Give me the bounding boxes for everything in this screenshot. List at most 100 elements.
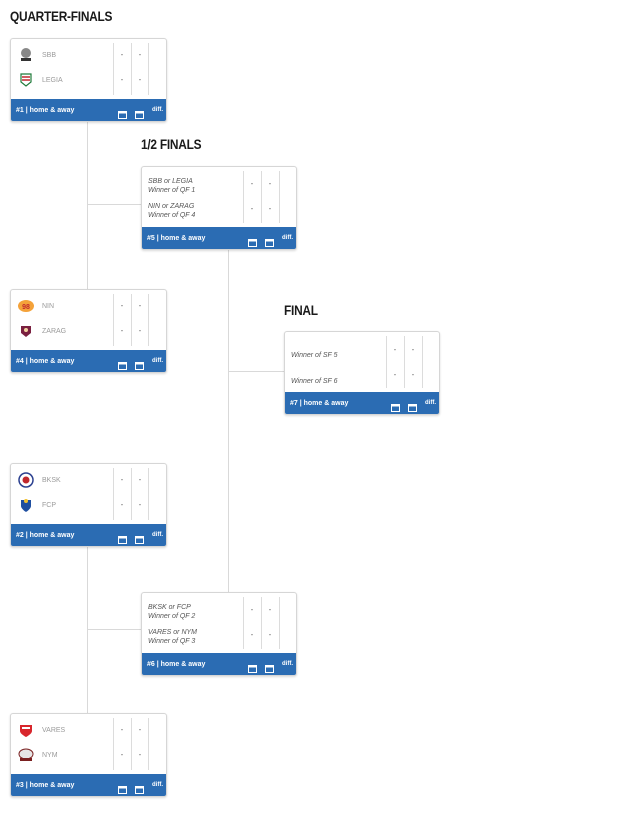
team-row[interactable]: FCP (11, 493, 56, 517)
match-info: #1 | home & away (16, 106, 75, 114)
round-title-final: FINAL (284, 302, 318, 318)
diff-label: diff. (152, 532, 163, 538)
score: - (250, 605, 254, 614)
connector-line (228, 371, 284, 372)
match-info: #2 | home & away (16, 531, 75, 539)
score: - (120, 301, 124, 310)
diff-label: diff. (282, 661, 293, 667)
match-footer: #3 | home & away diff. (11, 774, 166, 796)
calendar-icon[interactable] (408, 399, 417, 412)
score: - (138, 50, 142, 59)
match-card-qf1[interactable]: SBB LEGIA - - - - #1 | home & away diff. (10, 38, 167, 122)
match-info: #3 | home & away (16, 781, 75, 789)
match-card-qf4[interactable]: 98 NIN ZARAG - - - - #4 | home & away di… (10, 289, 167, 373)
slot-placeholder: NIN or ZARAG Winner of QF 4 (148, 202, 195, 220)
score: - (138, 475, 142, 484)
team-row[interactable]: ZARAG (11, 319, 66, 343)
score: - (138, 301, 142, 310)
score: - (120, 75, 124, 84)
round-title-quarter-finals: QUARTER-FINALS (10, 8, 113, 24)
calendar-icon[interactable] (265, 234, 274, 247)
team-row[interactable]: LEGIA (11, 68, 63, 92)
team-row[interactable]: VARES (11, 718, 65, 742)
team-row[interactable]: 98 NIN (11, 294, 54, 318)
slot-source: Winner of QF 3 (148, 638, 196, 645)
score: - (138, 750, 142, 759)
slot-source: Winner of QF 1 (148, 187, 196, 194)
team-row[interactable]: BKSK (11, 468, 61, 492)
score: - (120, 500, 124, 509)
calendar-icon[interactable] (135, 106, 144, 119)
slot-teams: SBB or LEGIA (148, 178, 193, 185)
connector-line (87, 121, 88, 289)
team-name: LEGIA (42, 76, 63, 84)
score: - (393, 370, 397, 379)
match-card-final[interactable]: Winner of SF 5 Winner of SF 6 - - - - #7… (284, 331, 440, 415)
calendar-icon[interactable] (248, 660, 257, 673)
slot-placeholder: VARES or NYM Winner of QF 3 (148, 628, 197, 646)
match-card-qf3[interactable]: VARES NYM - - - - #3 | home & away diff. (10, 713, 167, 797)
calendar-icon[interactable] (135, 357, 144, 370)
diff-label: diff. (152, 782, 163, 788)
slot-teams: BKSK or FCP (148, 604, 191, 611)
team-name: SBB (42, 51, 57, 59)
match-footer: #6 | home & away diff. (142, 653, 296, 675)
score: - (138, 75, 142, 84)
team-row[interactable]: SBB (11, 43, 56, 67)
score: - (411, 345, 415, 354)
team-name: NIN (42, 302, 55, 310)
match-footer: #2 | home & away diff. (11, 524, 166, 546)
slot-placeholder: Winner of SF 5 (291, 351, 338, 360)
sbb-logo-icon (17, 46, 35, 64)
calendar-icon[interactable] (118, 531, 127, 544)
slot-source: Winner of QF 4 (148, 212, 196, 219)
diff-label: diff. (282, 235, 293, 241)
zarag-logo-icon (17, 322, 35, 340)
calendar-icon[interactable] (118, 781, 127, 794)
match-footer: #1 | home & away diff. (11, 99, 166, 121)
slot-placeholder: Winner of SF 6 (291, 377, 338, 386)
calendar-icon[interactable] (248, 234, 257, 247)
score: - (138, 500, 142, 509)
team-row[interactable]: NYM (11, 743, 58, 767)
nin-logo-icon: 98 (17, 297, 35, 315)
calendar-icon[interactable] (118, 357, 127, 370)
match-card-sf6[interactable]: BKSK or FCP Winner of QF 2 VARES or NYM … (141, 592, 297, 676)
round-title-semi-finals: 1/2 FINALS (141, 136, 202, 152)
match-info: #7 | home & away (290, 399, 349, 407)
team-name: ZARAG (42, 327, 67, 335)
score: - (393, 345, 397, 354)
slot-source: Winner of QF 2 (148, 613, 196, 620)
match-footer: #5 | home & away diff. (142, 227, 296, 249)
match-info: #6 | home & away (147, 660, 206, 668)
match-info: #5 | home & away (147, 234, 206, 242)
score: - (138, 725, 142, 734)
slot-placeholder: BKSK or FCP Winner of QF 2 (148, 603, 195, 621)
calendar-icon[interactable] (118, 106, 127, 119)
calendar-icon[interactable] (265, 660, 274, 673)
vares-logo-icon (17, 721, 35, 739)
slot-source: Winner of SF 6 (291, 378, 338, 385)
calendar-icon[interactable] (391, 399, 400, 412)
match-info: #4 | home & away (16, 357, 75, 365)
bksk-logo-icon (17, 471, 35, 489)
match-card-qf2[interactable]: BKSK FCP - - - - #2 | home & away diff. (10, 463, 167, 547)
slot-teams: VARES or NYM (148, 629, 198, 636)
fcp-logo-icon (17, 496, 35, 514)
diff-label: diff. (425, 400, 436, 406)
score: - (250, 179, 254, 188)
score: - (138, 326, 142, 335)
diff-label: diff. (152, 358, 163, 364)
score: - (120, 750, 124, 759)
score: - (120, 326, 124, 335)
calendar-icon[interactable] (135, 531, 144, 544)
nym-logo-icon (17, 746, 35, 764)
connector-line (228, 249, 229, 592)
calendar-icon[interactable] (135, 781, 144, 794)
slot-source: Winner of SF 5 (291, 352, 338, 359)
connector-line (87, 629, 141, 630)
score: - (120, 475, 124, 484)
team-name: BKSK (42, 476, 61, 484)
score: - (268, 630, 272, 639)
match-card-sf5[interactable]: SBB or LEGIA Winner of QF 1 NIN or ZARAG… (141, 166, 297, 250)
